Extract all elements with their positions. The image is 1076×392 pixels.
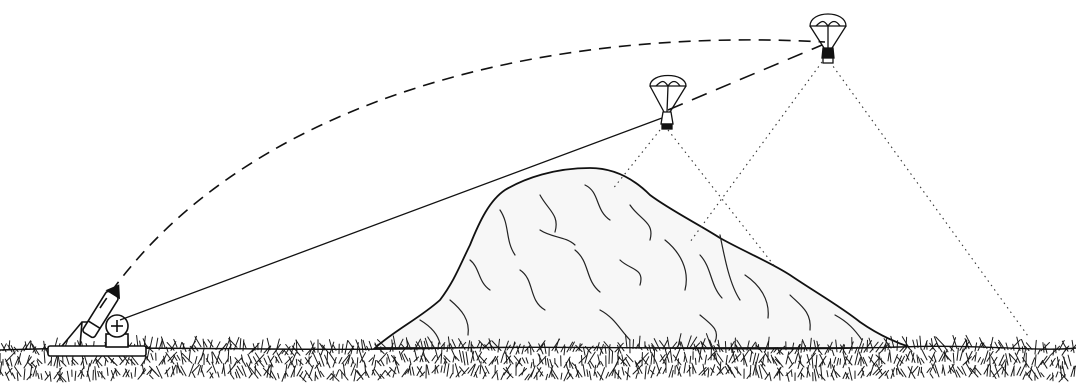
grass-blade [204, 342, 207, 347]
grass-blade [1062, 362, 1063, 369]
grass-blade [156, 338, 158, 348]
grass-blade [348, 341, 354, 350]
grass-blade [230, 357, 231, 364]
grass-blade [830, 359, 831, 369]
grass-blade [896, 369, 897, 375]
grass-blade [174, 339, 177, 347]
grass-blade [867, 340, 868, 351]
grass-blade [612, 351, 613, 363]
grass-blade [240, 339, 241, 350]
grass-blade [897, 341, 898, 351]
grass-blade [840, 359, 841, 364]
grass-blade [255, 366, 256, 375]
grass-blade [203, 339, 204, 347]
grass-blade [690, 356, 691, 363]
grass-blade [195, 337, 201, 347]
launcher-icon [48, 282, 146, 356]
grass-blade [180, 342, 182, 348]
grass-blade [695, 358, 696, 364]
grass-blade [375, 361, 376, 367]
grass-blade [135, 368, 136, 377]
grass-blade [654, 350, 655, 364]
grass-blade [689, 365, 690, 376]
grass-blade [315, 372, 316, 381]
grass-blade [294, 366, 295, 376]
radar-dish-icon [106, 315, 128, 347]
grass-blade [1022, 347, 1023, 353]
grass-blade [792, 372, 793, 377]
grass-blade [990, 366, 991, 377]
grass-blade [296, 359, 297, 365]
grass-blade [725, 342, 726, 353]
parachute-icon-far [810, 14, 846, 63]
grass-blade [953, 353, 954, 363]
grass-blade [228, 350, 229, 361]
trajectory-dashed-line [668, 45, 822, 110]
grass-blade [150, 337, 152, 348]
grass-blade [582, 356, 583, 366]
grass-blade [51, 357, 52, 365]
